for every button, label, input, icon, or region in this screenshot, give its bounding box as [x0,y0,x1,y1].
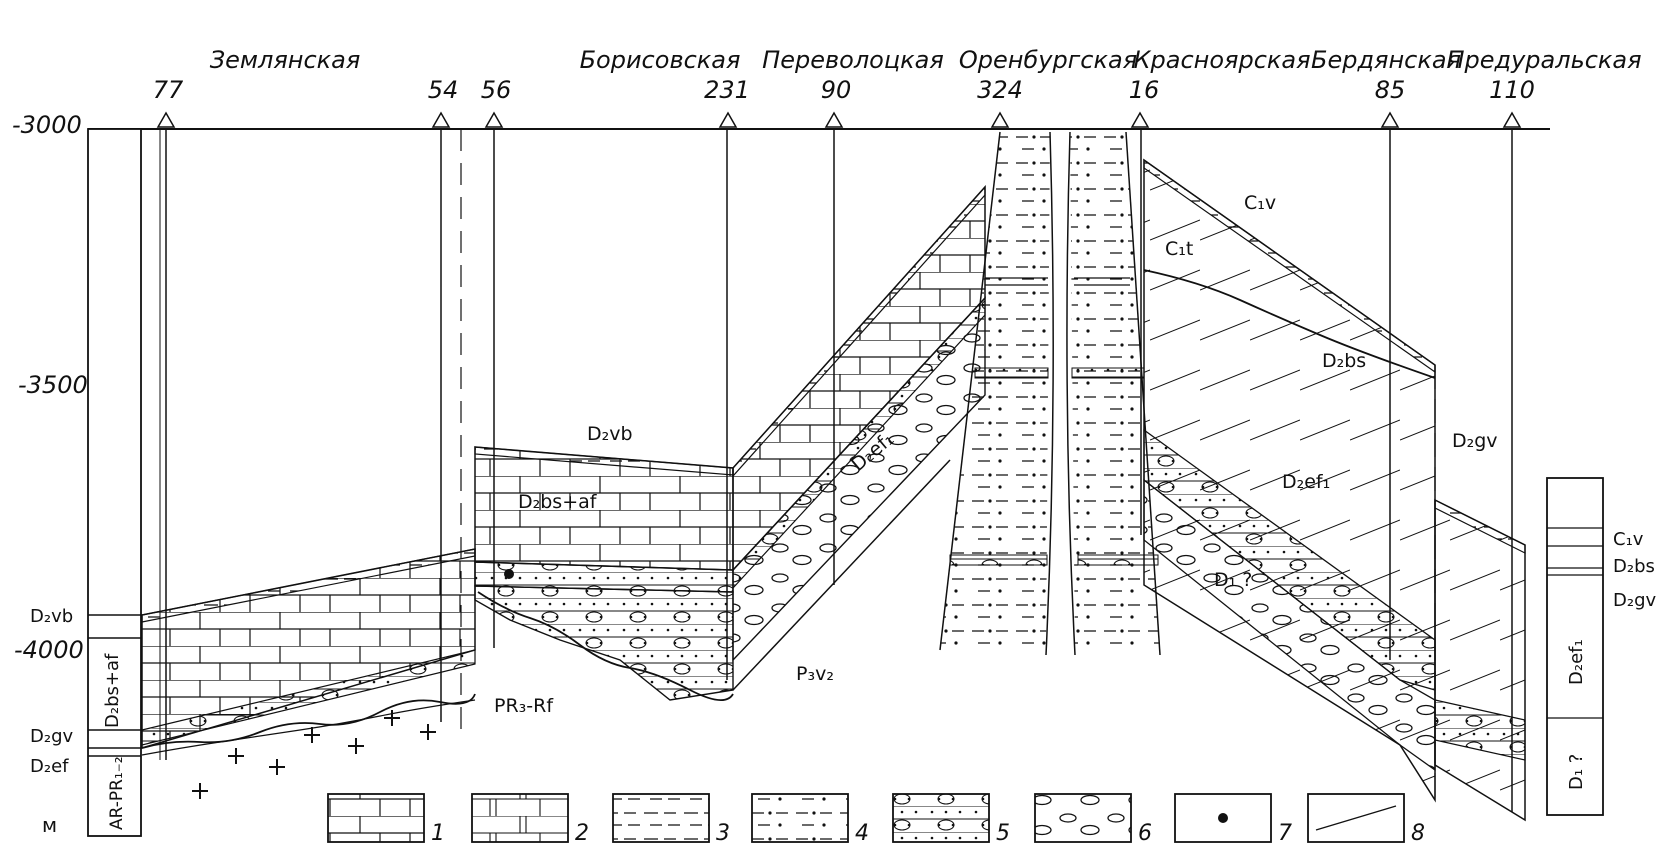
well-triangle-icon [718,111,738,128]
svg-text:1: 1 [431,821,445,846]
svg-text:7: 7 [1278,821,1292,846]
well-triangle-icon [484,111,504,128]
svg-text:2: 2 [575,821,589,846]
right-strat-column: C₁v D₂bs D₂gv D₂ef₁ D₁ ? [1546,477,1657,816]
label-d2gv-right: D₂gv [1452,430,1498,452]
left-col-label-d2gv: D₂gv [30,726,74,747]
left-strat-column: D₂vb D₂bs+af D₂gv D₂ef AR-PR₁₋₂ [30,128,142,837]
depth-unit: м [42,813,57,837]
left-col-label-d2bsaf: D₂bs+af [102,653,123,728]
well-number-54: 54 [428,76,459,104]
right-col-label-d2gv: D₂gv [1613,590,1657,611]
block-orenburgskaya [939,131,1161,656]
area-label-berdyanskaya: Бердянская [1311,46,1461,74]
left-col-label-d2ef: D₂ef [30,756,69,777]
label-d2vb-mid: D₂vb [587,423,633,445]
label-pr3rf: PR₃-Rf [494,695,554,717]
area-names: Землянская Борисовская Переволоцкая Орен… [210,46,1642,74]
legend: 1 2 3 4 5 6 7 8 [327,793,1425,846]
legend-item-6: 6 [1034,793,1152,846]
well-number-85: 85 [1375,76,1406,104]
label-c1v: C₁v [1244,192,1276,214]
well-triangle-icon [1380,111,1400,128]
block-berdyanskaya [1434,365,1526,822]
depth-tick-3000: -3000 [12,111,82,139]
block-borisovskaya [474,446,734,701]
legend-item-4: 4 [751,793,869,846]
well-triangle-icon [156,111,176,128]
area-label-krasnoyarskaya: Красноярская [1133,46,1310,74]
legend-item-5: 5 [892,793,1010,846]
legend-item-2: 2 [471,793,589,846]
label-d2bs-right: D₂bs [1322,350,1366,372]
legend-item-7: 7 [1174,793,1292,846]
depth-tick-4000: -4000 [14,636,84,664]
svg-text:3: 3 [716,821,730,846]
well-number-324: 324 [977,76,1023,104]
legend-item-1: 1 [327,793,445,846]
well-number-231: 231 [704,76,750,104]
label-d1q: D₁ ? [1214,569,1252,591]
well-number-110: 110 [1489,76,1535,104]
left-col-label-ar-pr: AR-PR₁₋₂ [107,756,127,830]
block-perevolotskaya [732,185,986,691]
well-triangle-icon [1130,111,1150,128]
legend-item-3: 3 [612,793,730,846]
depth-axis: -3000 -3500 -4000 м [12,111,88,837]
dot-icon [1218,813,1228,823]
right-col-label-d1: D₁ ? [1566,754,1587,790]
well-triangle-icon [431,111,451,128]
svg-text:8: 8 [1411,821,1425,846]
label-d2ef1-right: D₂ef₁ [1282,471,1330,493]
block-zemlyanskaya [141,548,476,799]
label-p3v2: P₃v₂ [796,663,834,685]
left-col-label-d2vb: D₂vb [30,606,73,627]
right-col-label-d2bs: D₂bs [1613,556,1655,577]
svg-text:6: 6 [1138,821,1152,846]
well-number-77: 77 [153,76,184,104]
svg-text:4: 4 [855,821,869,846]
area-label-preduralskaya: Предуральская [1446,46,1641,74]
well-number-16: 16 [1129,76,1160,104]
area-label-zemlyanskaya: Землянская [210,46,361,74]
well-triangle-icon [1502,111,1522,128]
well-number-90: 90 [821,76,852,104]
dot-marker [504,569,514,579]
depth-tick-3500: -3500 [18,371,88,399]
area-label-perevolotskaya: Переволоцкая [762,46,944,74]
well-markers: 77 54 56 231 90 324 16 85 110 [153,76,1535,128]
line-icon [1315,805,1397,831]
well-triangle-icon [824,111,844,128]
area-label-orenburgskaya: Оренбургская [959,46,1137,74]
label-c1t: C₁t [1165,238,1193,260]
label-d2bsaf-mid: D₂bs+af [518,491,598,513]
right-col-label-d2ef1: D₂ef₁ [1566,639,1587,685]
area-label-borisovskaya: Борисовская [580,46,741,74]
svg-text:5: 5 [996,821,1010,846]
basement-crosses [192,710,436,799]
legend-item-8: 8 [1307,793,1425,846]
right-col-label-c1v: C₁v [1613,529,1644,550]
well-triangle-icon [990,111,1010,128]
well-number-56: 56 [481,76,512,104]
block-krasnoyarskaya [1143,158,1436,803]
